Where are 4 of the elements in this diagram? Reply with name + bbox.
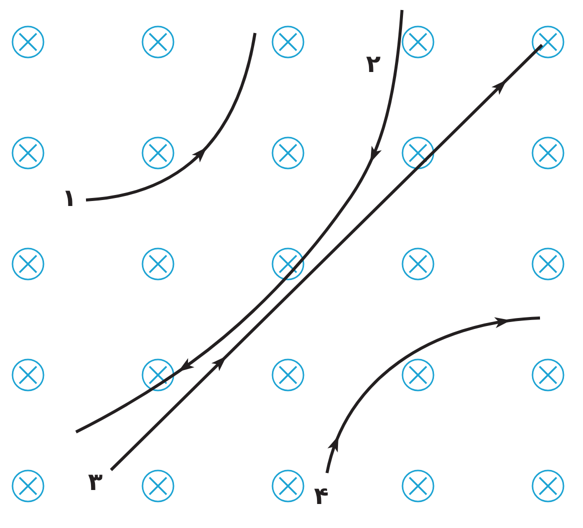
path-number: ۲ (366, 52, 381, 76)
path-number: ۴ (314, 484, 329, 508)
path-number: ۱ (62, 186, 77, 210)
path-number: ۳ (88, 470, 103, 494)
